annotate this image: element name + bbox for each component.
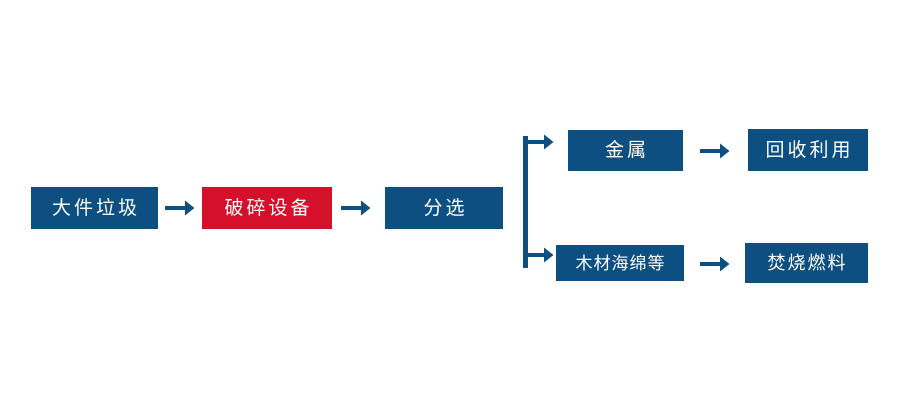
node-recycle-label: 回收利用: [765, 139, 854, 161]
node-crusher-equipment[interactable]: 破碎设备: [202, 187, 332, 229]
node-bulky-waste-label: 大件垃圾: [51, 197, 140, 219]
arrow-right-icon: [165, 196, 195, 220]
node-wood-sponge-label: 木材海绵等: [575, 253, 666, 273]
node-bulky-waste[interactable]: 大件垃圾: [31, 187, 158, 229]
arrow-right-icon: [700, 252, 730, 276]
node-recycle-utilization[interactable]: 回收利用: [748, 129, 868, 171]
node-incineration-fuel[interactable]: 焚烧燃料: [745, 243, 868, 283]
arrow-right-icon: [341, 196, 371, 220]
branch-split-icon: [520, 125, 570, 280]
node-metal[interactable]: 金属: [568, 130, 683, 171]
node-metal-label: 金属: [604, 140, 649, 161]
node-crusher-label: 破碎设备: [224, 197, 313, 219]
node-sorting-label: 分选: [423, 197, 468, 219]
node-sorting[interactable]: 分选: [385, 187, 503, 229]
node-wood-sponge[interactable]: 木材海绵等: [556, 245, 684, 281]
node-incinerate-label: 焚烧燃料: [767, 253, 848, 273]
arrow-right-icon: [700, 139, 730, 163]
